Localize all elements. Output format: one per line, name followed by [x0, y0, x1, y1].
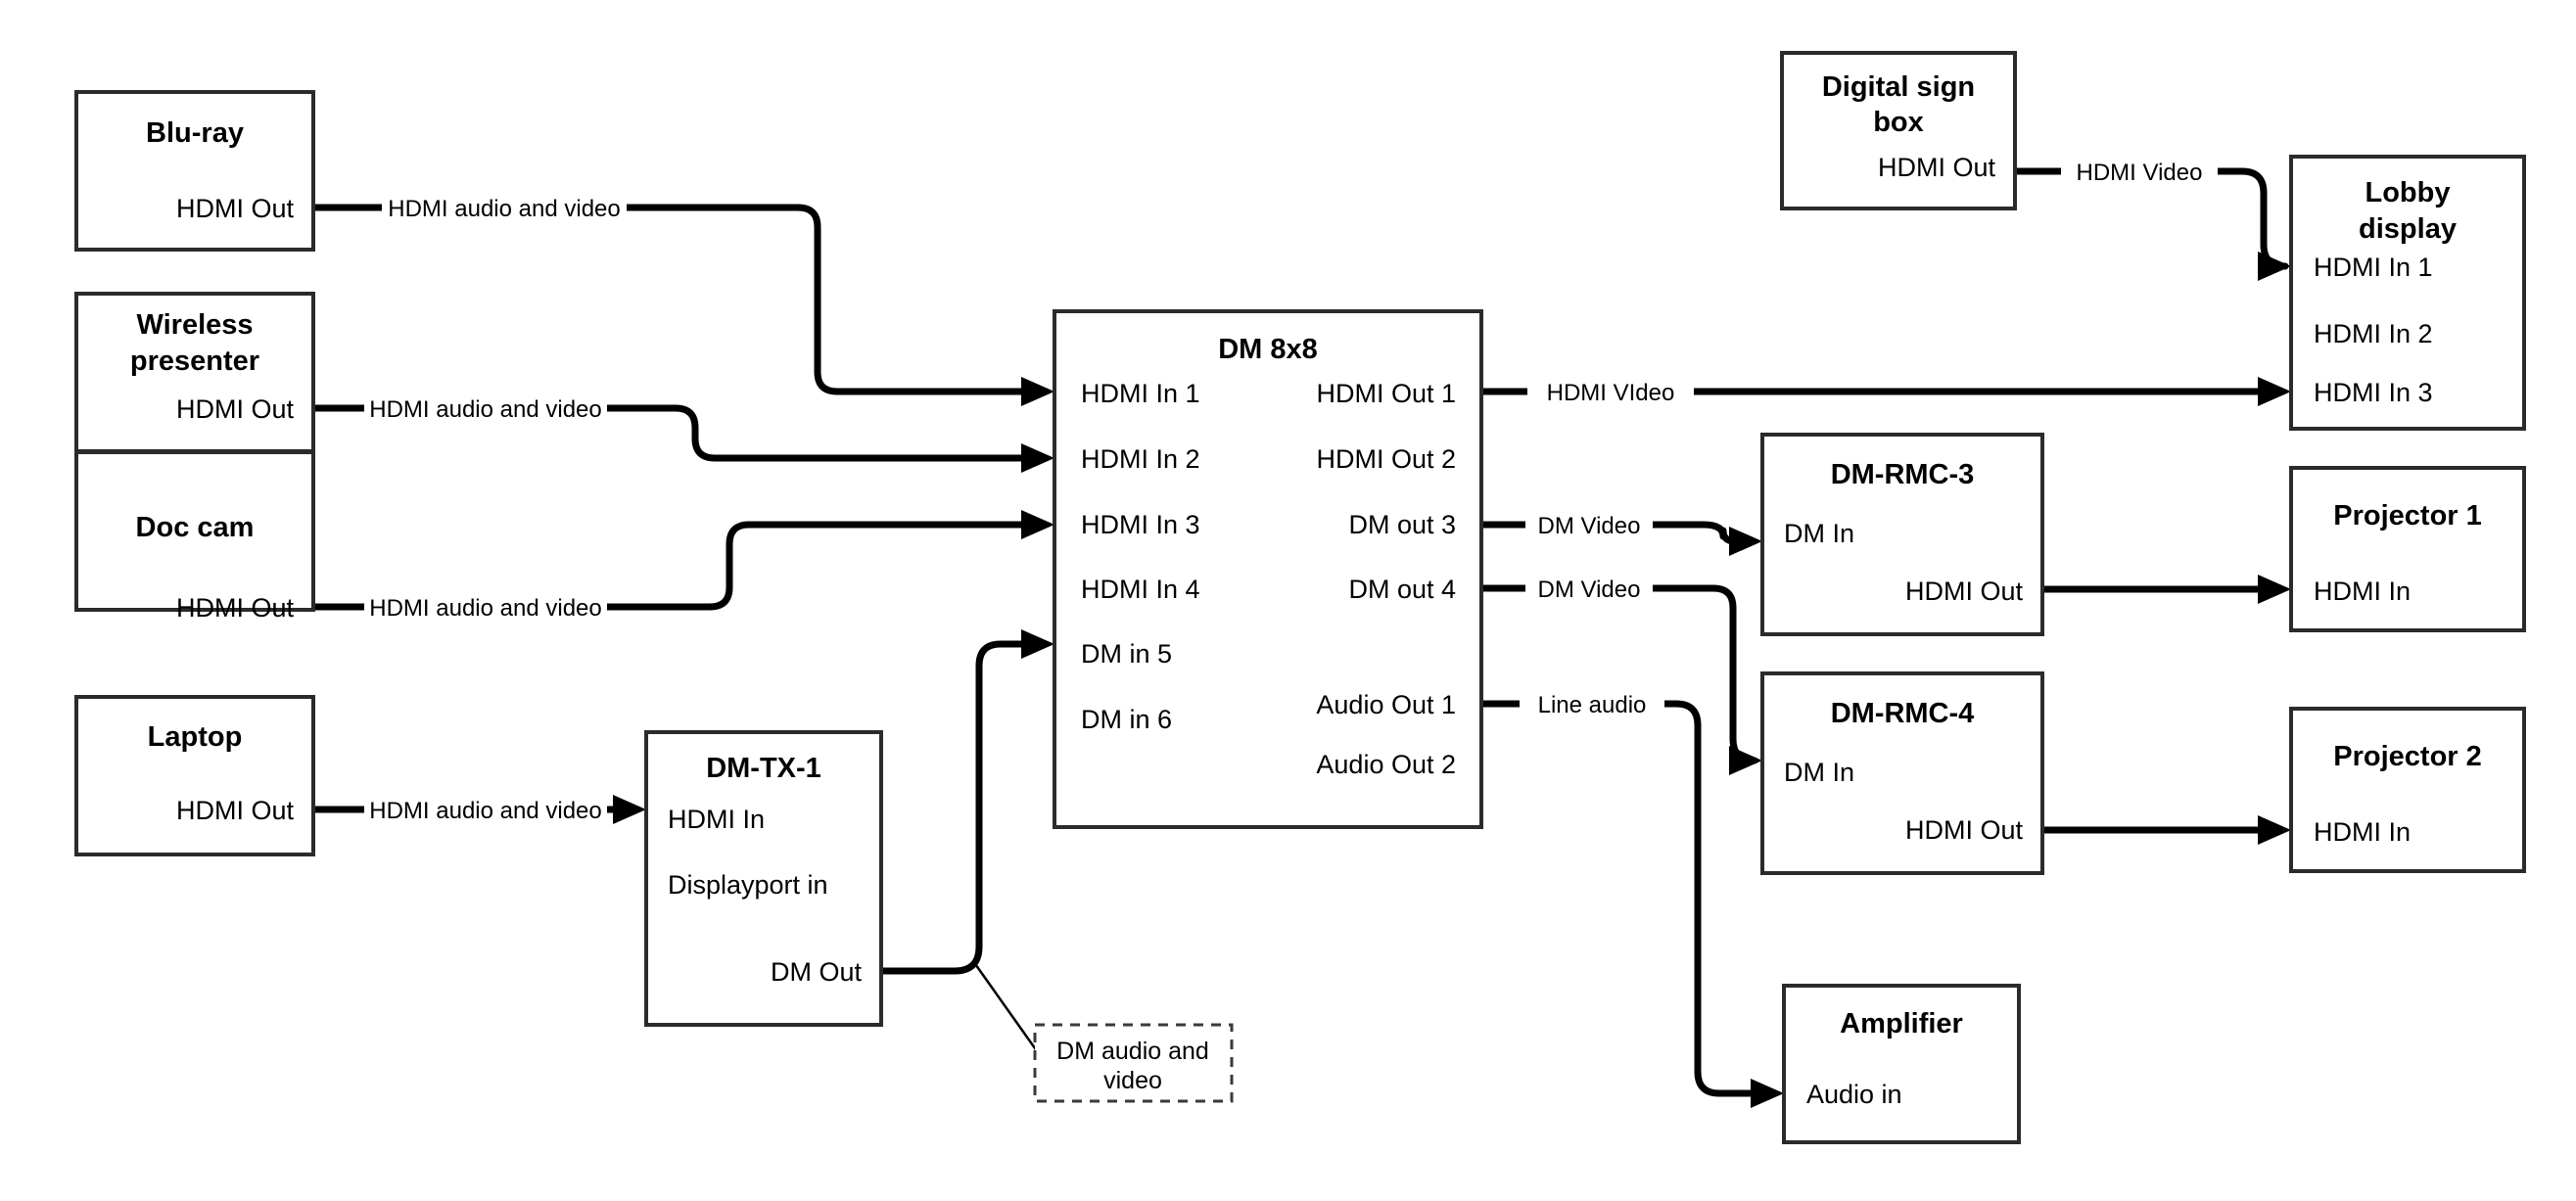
- dm-8x8-input-hdmi-in-3: HDMI In 3: [1081, 510, 1200, 539]
- projector-2-title: Projector 2: [2333, 741, 2482, 772]
- wire-labels: HDMI audio and video HDMI audio and vide…: [369, 160, 2202, 824]
- label-laptop-to-tx: HDMI audio and video: [369, 798, 601, 824]
- projector-1-title: Projector 1: [2333, 500, 2482, 531]
- device-amplifier[interactable]: Amplifier Audio in: [1782, 984, 2021, 1144]
- wireless-presenter-title-line1: Wireless: [136, 309, 253, 341]
- wire-bluray-to-dm8x8: [313, 204, 1054, 406]
- wire-doccam-to-dm8x8: [313, 510, 1054, 611]
- wire-dm8x8-dmout4-to-rmc4: [1481, 584, 1762, 775]
- dm-8x8-input-dm-in-6: DM in 6: [1081, 705, 1172, 734]
- wire-sign-to-lobby: [2015, 167, 2291, 281]
- dm-rmc-3-title: DM-RMC-3: [1831, 459, 1975, 490]
- wire-dm8x8-dmout3-to-rmc3: [1481, 521, 1762, 556]
- device-bluray[interactable]: Blu-ray HDMI Out: [74, 90, 315, 252]
- bluray-title: Blu-ray: [146, 117, 244, 149]
- dm-rmc-3-port-hdmi-out: HDMI Out: [1905, 577, 2024, 606]
- device-dm-8x8[interactable]: DM 8x8 HDMI In 1 HDMI In 2 HDMI In 3 HDM…: [1053, 309, 1483, 829]
- dm-8x8-input-hdmi-in-1: HDMI In 1: [1081, 379, 1200, 408]
- dm-8x8-output-dm-out-3: DM out 3: [1348, 510, 1456, 539]
- note-dm-audio-and-video: DM audio and video: [1033, 1023, 1234, 1103]
- label-sign-to-lobby: HDMI Video: [2077, 160, 2203, 186]
- lobby-display-input-hdmi-in-3: HDMI In 3: [2314, 378, 2433, 407]
- dm-8x8-input-hdmi-in-4: HDMI In 4: [1081, 575, 1200, 604]
- wire-laptop-to-dmtx1: [313, 795, 646, 824]
- dm-8x8-input-hdmi-in-2: HDMI In 2: [1081, 444, 1200, 474]
- device-digital-sign-box[interactable]: Digital sign box HDMI Out: [1780, 51, 2017, 210]
- dm-tx-1-title: DM-TX-1: [706, 753, 821, 784]
- amplifier-port-audio-in: Audio in: [1806, 1080, 1902, 1109]
- dm-8x8-input-dm-in-5: DM in 5: [1081, 639, 1172, 669]
- dm-8x8-output-dm-out-4: DM out 4: [1348, 575, 1456, 604]
- device-dm-rmc-3[interactable]: DM-RMC-3 DM In HDMI Out: [1760, 433, 2044, 636]
- wire-dmtx1-to-dm8x8: [881, 629, 1054, 975]
- label-dmout4-to-rmc4: DM Video: [1538, 577, 1641, 603]
- digital-sign-box-title-line1: Digital sign: [1822, 71, 1975, 103]
- laptop-port-hdmi-out: HDMI Out: [176, 796, 295, 825]
- wire-rmc3-to-projector1: [2042, 575, 2291, 604]
- laptop-title: Laptop: [148, 721, 243, 753]
- device-lobby-display[interactable]: Lobby display HDMI In 1 HDMI In 2 HDMI I…: [2289, 155, 2526, 431]
- device-laptop[interactable]: Laptop HDMI Out: [74, 695, 315, 856]
- dm-rmc-4-port-hdmi-out: HDMI Out: [1905, 815, 2024, 845]
- dm-8x8-output-audio-out-2: Audio Out 2: [1316, 750, 1456, 779]
- device-wireless-presenter[interactable]: Wireless presenter HDMI Out: [74, 292, 315, 453]
- label-doccam-to-dm: HDMI audio and video: [369, 595, 601, 622]
- digital-sign-box-title-line2: box: [1873, 107, 1924, 138]
- doc-cam-port-hdmi-out: HDMI Out: [176, 593, 295, 623]
- wire-wireless-to-dm8x8: [313, 404, 1054, 473]
- label-dmout3-to-rmc3: DM Video: [1538, 513, 1641, 539]
- label-bluray-to-dm: HDMI audio and video: [388, 196, 620, 222]
- note-line2: video: [1103, 1067, 1162, 1094]
- device-projector-1[interactable]: Projector 1 HDMI In: [2289, 466, 2526, 632]
- dm-tx-1-port-dm-out: DM Out: [771, 957, 863, 987]
- dm-rmc-4-title: DM-RMC-4: [1831, 698, 1975, 729]
- dm-rmc-3-port-dm-in: DM In: [1784, 519, 1854, 548]
- dm-8x8-output-audio-out-1: Audio Out 1: [1316, 690, 1456, 719]
- device-doc-cam[interactable]: Doc cam HDMI Out: [74, 450, 315, 623]
- device-projector-2[interactable]: Projector 2 HDMI In: [2289, 707, 2526, 873]
- dm-tx-1-port-displayport-in: Displayport in: [668, 870, 828, 900]
- projector-2-port-hdmi-in: HDMI In: [2314, 817, 2411, 847]
- dm-8x8-title: DM 8x8: [1218, 334, 1318, 365]
- wire-dm8x8-hdmiout1-to-lobby: [1481, 377, 2291, 406]
- wire-rmc4-to-projector2: [2042, 815, 2291, 845]
- lobby-display-input-hdmi-in-1: HDMI In 1: [2314, 253, 2433, 282]
- callout-leader-line: [971, 960, 1042, 1056]
- label-wireless-to-dm: HDMI audio and video: [369, 396, 601, 423]
- label-hdmiout1-to-lobby: HDMI VIdeo: [1547, 380, 1675, 406]
- doc-cam-title: Doc cam: [136, 512, 255, 543]
- lobby-display-title-line2: display: [2359, 213, 2457, 245]
- wireless-presenter-port-hdmi-out: HDMI Out: [176, 394, 295, 424]
- wire-dm8x8-audioout1-to-amp: [1481, 700, 1784, 1108]
- device-dm-rmc-4[interactable]: DM-RMC-4 DM In HDMI Out: [1760, 671, 2044, 875]
- amplifier-title: Amplifier: [1840, 1008, 1963, 1039]
- label-audioout1-to-amp: Line audio: [1538, 692, 1647, 718]
- dm-tx-1-port-hdmi-in: HDMI In: [668, 805, 765, 834]
- lobby-display-title-line1: Lobby: [2365, 177, 2451, 208]
- projector-1-port-hdmi-in: HDMI In: [2314, 577, 2411, 606]
- bluray-port-hdmi-out: HDMI Out: [176, 194, 295, 223]
- dm-8x8-output-hdmi-out-2: HDMI Out 2: [1316, 444, 1456, 474]
- lobby-display-input-hdmi-in-2: HDMI In 2: [2314, 319, 2433, 348]
- wireless-presenter-title-line2: presenter: [130, 346, 259, 377]
- note-line1: DM audio and: [1056, 1038, 1209, 1065]
- dm-rmc-4-port-dm-in: DM In: [1784, 758, 1854, 787]
- digital-sign-box-port-hdmi-out: HDMI Out: [1878, 153, 1996, 182]
- device-dm-tx-1[interactable]: DM-TX-1 HDMI In Displayport in DM Out: [644, 730, 883, 1027]
- dm-8x8-output-hdmi-out-1: HDMI Out 1: [1316, 379, 1456, 408]
